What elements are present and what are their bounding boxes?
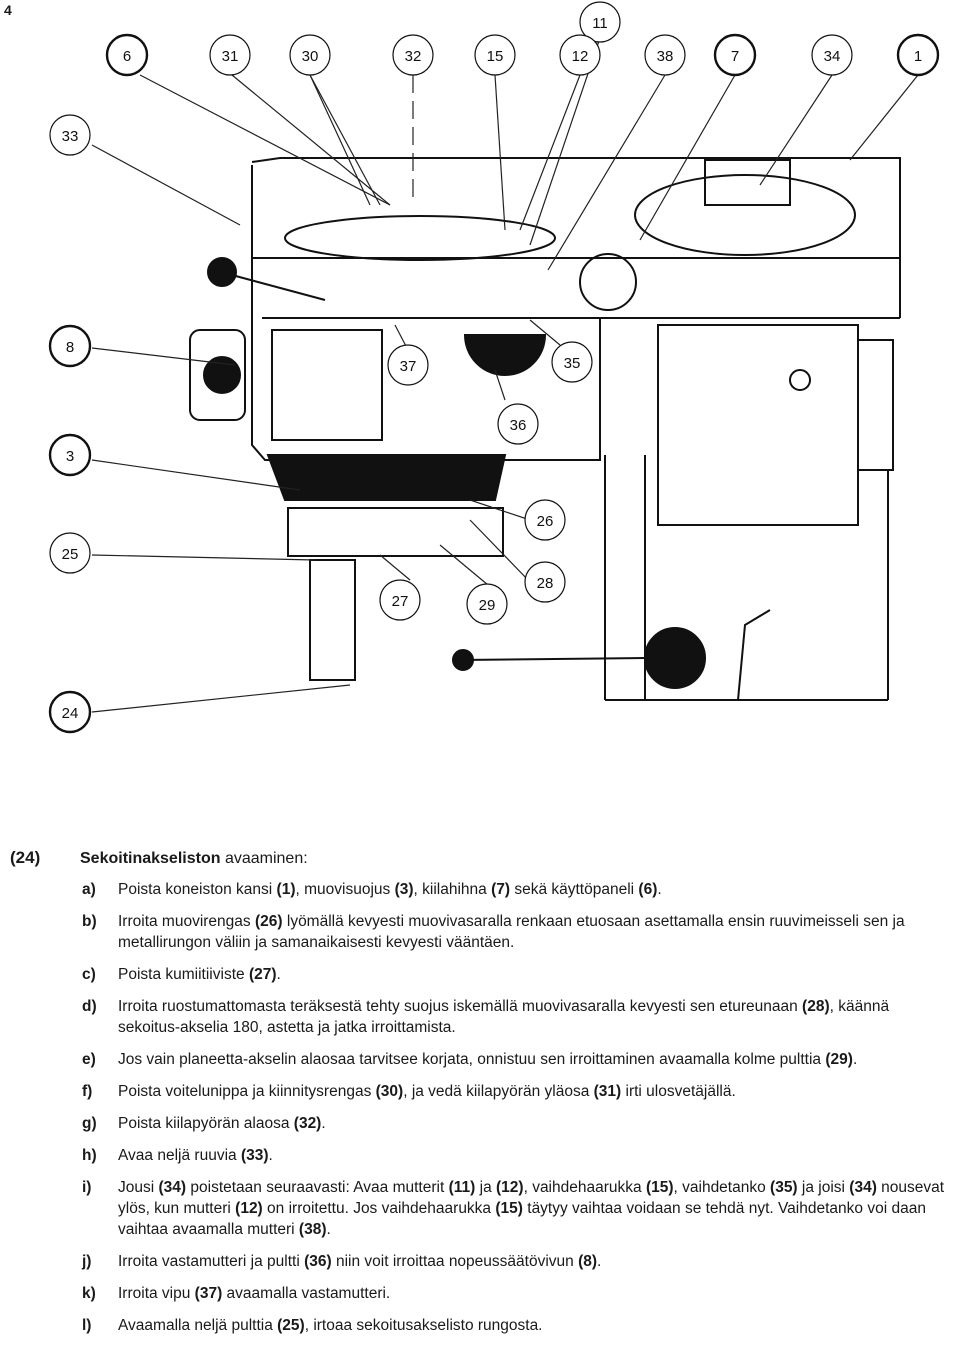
step-item: i) Jousi (34) poistetaan seuraavasti: Ava… bbox=[10, 1177, 955, 1240]
step-letter: j) bbox=[82, 1253, 92, 1270]
step-text: Irroita ruostumattomasta teräksestä teht… bbox=[118, 998, 890, 1036]
step-text: Poista koneiston kansi (1), muovisuojus … bbox=[118, 881, 662, 898]
callout-label: 7 bbox=[731, 48, 739, 65]
callout-27: 27 bbox=[379, 579, 421, 621]
callout-29: 29 bbox=[466, 583, 508, 625]
step-item: b) Irroita muovirengas (26) lyömällä kevy… bbox=[10, 911, 955, 953]
step-letter: b) bbox=[82, 913, 97, 930]
step-letter: g) bbox=[82, 1115, 97, 1132]
step-item: k) Irroita vipu (37) avaamalla vastamutte… bbox=[10, 1283, 955, 1304]
callout-label: 34 bbox=[824, 48, 841, 65]
callout-26: 26 bbox=[524, 499, 566, 541]
callout-label: 11 bbox=[592, 15, 608, 32]
callout-label: 32 bbox=[405, 48, 422, 65]
step-text: Jousi (34) poistetaan seuraavasti: Avaa … bbox=[118, 1179, 945, 1238]
step-item: g) Poista kiilapyörän alaosa (32). bbox=[10, 1113, 955, 1134]
callout-label: 31 bbox=[222, 48, 239, 65]
step-list: a) Poista koneiston kansi (1), muovisuoju… bbox=[10, 879, 955, 1336]
callout-label: 38 bbox=[657, 48, 674, 65]
callout-label: 15 bbox=[487, 48, 504, 65]
step-letter: h) bbox=[82, 1147, 97, 1164]
step-letter: i) bbox=[82, 1179, 92, 1196]
step-text: Poista voitelunippa ja kiinnitysrengas (… bbox=[118, 1083, 736, 1100]
step-letter: d) bbox=[82, 998, 97, 1015]
step-text: Irroita vastamutteri ja pultti (36) niin… bbox=[118, 1253, 602, 1270]
mixer-assembly-diagram: 11 6 31 30 32 15 12 38 7 34 1 33 8 37 35… bbox=[48, 1, 940, 734]
callout-32: 32 bbox=[392, 34, 434, 76]
callout-1: 1 bbox=[896, 33, 940, 77]
step-letter: l) bbox=[82, 1317, 92, 1334]
callout-38: 38 bbox=[644, 34, 686, 76]
callout-label: 3 bbox=[66, 448, 74, 465]
callout-30: 30 bbox=[289, 34, 331, 76]
callout-36: 36 bbox=[497, 403, 539, 445]
callout-label: 1 bbox=[914, 48, 922, 65]
step-item: h) Avaa neljä ruuvia (33). bbox=[10, 1145, 955, 1166]
step-text: Poista kumiitiiviste (27). bbox=[118, 966, 281, 983]
callout-34: 34 bbox=[811, 34, 853, 76]
callout-7: 7 bbox=[713, 33, 757, 77]
step-item: f) Poista voitelunippa ja kiinnitysrengas… bbox=[10, 1081, 955, 1102]
step-letter: e) bbox=[82, 1051, 96, 1068]
step-text: Avaamalla neljä pulttia (25), irtoaa sek… bbox=[118, 1317, 543, 1334]
section-title: Sekoitinakseliston avaaminen: bbox=[80, 850, 308, 868]
callout-label: 28 bbox=[537, 575, 554, 592]
step-item: l) Avaamalla neljä pulttia (25), irtoaa s… bbox=[10, 1315, 955, 1336]
callout-12: 12 bbox=[559, 34, 601, 76]
callout-label: 26 bbox=[537, 513, 554, 530]
step-text: Irroita vipu (37) avaamalla vastamutteri… bbox=[118, 1285, 391, 1302]
step-text: Irroita muovirengas (26) lyömällä kevyes… bbox=[118, 913, 905, 951]
step-letter: a) bbox=[82, 881, 96, 898]
callout-label: 29 bbox=[479, 597, 496, 614]
callout-label: 30 bbox=[302, 48, 319, 65]
step-text: Jos vain planeetta-akselin alaosaa tarvi… bbox=[118, 1051, 858, 1068]
section-heading: (24) Sekoitinakseliston avaaminen: bbox=[10, 848, 955, 868]
callout-label: 37 bbox=[400, 358, 417, 375]
callout-3: 3 bbox=[48, 433, 92, 477]
step-text: Avaa neljä ruuvia (33). bbox=[118, 1147, 273, 1164]
step-item: d) Irroita ruostumattomasta teräksestä te… bbox=[10, 996, 955, 1038]
page-number: 4 bbox=[4, 2, 12, 18]
step-item: c) Poista kumiitiiviste (27). bbox=[10, 964, 955, 985]
section-title-bold: Sekoitinakseliston bbox=[80, 850, 221, 867]
callout-24: 24 bbox=[48, 690, 92, 734]
callout-label: 24 bbox=[62, 705, 79, 722]
step-item: j) Irroita vastamutteri ja pultti (36) ni… bbox=[10, 1251, 955, 1272]
callout-31: 31 bbox=[209, 34, 251, 76]
callout-label: 8 bbox=[66, 339, 74, 356]
callout-label: 6 bbox=[123, 48, 131, 65]
step-letter: c) bbox=[82, 966, 96, 983]
callout-label: 25 bbox=[62, 546, 79, 563]
step-item: a) Poista koneiston kansi (1), muovisuoju… bbox=[10, 879, 955, 900]
callout-15: 15 bbox=[474, 34, 516, 76]
instructions-section: (24) Sekoitinakseliston avaaminen: a) Poi… bbox=[10, 848, 955, 1336]
callout-11: 11 bbox=[579, 1, 621, 43]
callout-label: 27 bbox=[392, 593, 409, 610]
callout-6: 6 bbox=[105, 33, 149, 77]
callout-label: 12 bbox=[572, 48, 589, 65]
step-letter: f) bbox=[82, 1083, 93, 1100]
callout-8: 8 bbox=[48, 324, 92, 368]
callout-33: 33 bbox=[49, 114, 91, 156]
step-text: Poista kiilapyörän alaosa (32). bbox=[118, 1115, 326, 1132]
callout-label: 35 bbox=[564, 355, 581, 372]
callout-label: 33 bbox=[62, 128, 79, 145]
step-letter: k) bbox=[82, 1285, 96, 1302]
callout-28: 28 bbox=[524, 561, 566, 603]
callout-label: 36 bbox=[510, 417, 527, 434]
section-number: (24) bbox=[10, 848, 41, 867]
callout-25: 25 bbox=[49, 532, 91, 574]
step-item: e) Jos vain planeetta-akselin alaosaa tar… bbox=[10, 1049, 955, 1070]
callout-37: 37 bbox=[387, 344, 429, 386]
callout-35: 35 bbox=[551, 341, 593, 383]
section-title-rest: avaaminen: bbox=[220, 850, 308, 867]
